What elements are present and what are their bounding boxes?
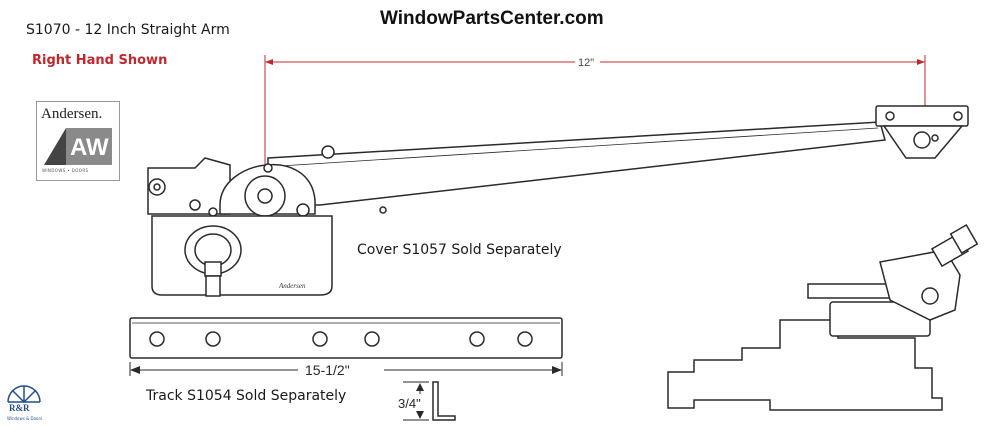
operator-arm [267, 105, 969, 206]
andersen-aw-mark: AW [44, 128, 112, 165]
track-note: Track S1054 Sold Separately [146, 388, 347, 404]
dealer-logo-tagline: Windows & Doors [7, 416, 43, 421]
operator-body [147, 145, 387, 297]
part-title: S1070 - 12 Inch Straight Arm [26, 22, 230, 38]
track [129, 317, 563, 359]
housing-mark: Andersen [278, 282, 306, 290]
track-dimension [129, 362, 563, 376]
installed-view [667, 223, 979, 411]
track-profile [403, 381, 456, 421]
arm-length-label: 12" [578, 57, 594, 69]
dealer-logo-name: R&R [9, 403, 30, 413]
track-height-label: 3/4" [398, 396, 421, 411]
hand-note: Right Hand Shown [32, 53, 168, 68]
andersen-logo-name: Andersen. [41, 106, 103, 122]
dealer-logo-mark [7, 385, 41, 403]
site-brand: WindowPartsCenter.com [380, 8, 604, 29]
track-length-label: 15-1/2" [305, 362, 350, 378]
andersen-logo-tagline: WINDOWS • DOORS [42, 168, 89, 173]
cover-note: Cover S1057 Sold Separately [357, 242, 562, 258]
andersen-logo-mark: AW [70, 134, 109, 161]
